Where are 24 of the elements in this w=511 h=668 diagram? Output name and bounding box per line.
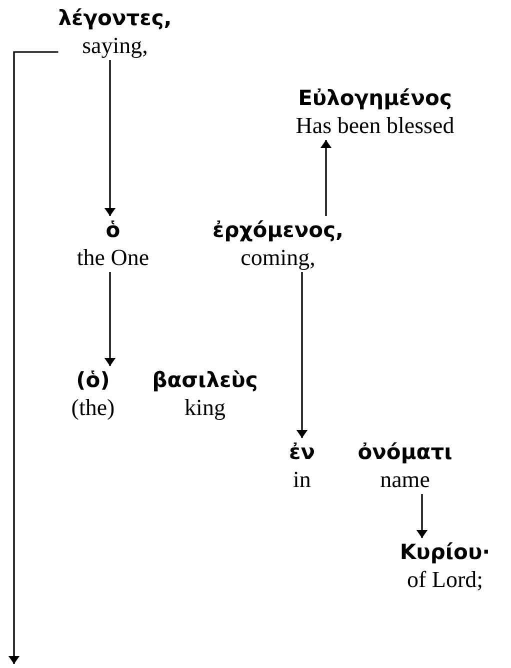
english-gloss: Has been blessed <box>296 112 454 140</box>
english-gloss: of Lord; <box>406 566 484 594</box>
bracket-arrow <box>10 51 58 664</box>
english-gloss: coming, <box>240 244 316 272</box>
english-gloss: (the) <box>71 394 115 422</box>
english-gloss: in <box>292 466 312 494</box>
greek-word: ἐρχόμενος, <box>212 217 344 244</box>
arrow <box>418 494 426 538</box>
english-gloss: the One <box>76 244 150 272</box>
arrow <box>322 140 330 216</box>
greek-word: ὀνόματι <box>358 439 452 466</box>
greek-word: Κυρίου· <box>400 539 490 566</box>
greek-word: (ὁ) <box>75 367 111 394</box>
english-gloss: saying, <box>81 32 149 60</box>
greek-word: βασιλεὺς <box>152 367 258 394</box>
greek-word: ὁ <box>104 217 122 244</box>
arrow <box>106 60 114 216</box>
greek-word: ἐν <box>289 439 315 466</box>
greek-word: Εὐλογημένος <box>297 85 453 112</box>
english-gloss: name <box>379 466 431 494</box>
greek-word: λέγοντες, <box>58 5 172 32</box>
arrow <box>298 272 306 438</box>
arrow <box>106 272 114 366</box>
english-gloss: king <box>184 394 226 422</box>
